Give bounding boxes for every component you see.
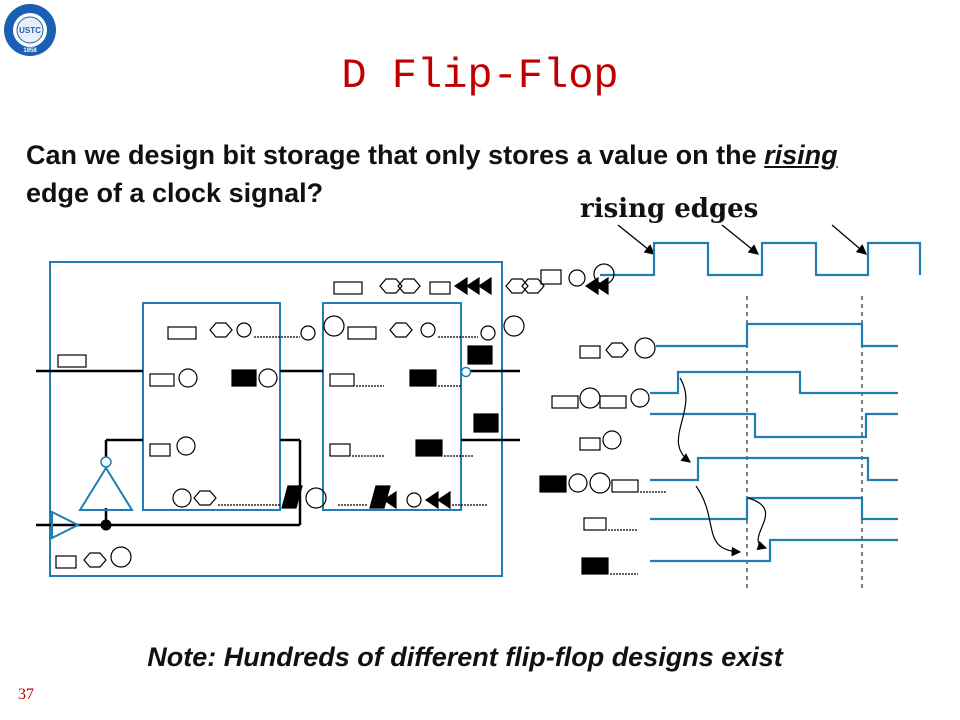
slide-title: D Flip-Flop [341,52,619,100]
question-part2: edge of a clock signal? [26,178,324,208]
waveform-q [650,538,898,563]
signal-waveforms [650,322,898,563]
question-part1: Can we design bit storage that only stor… [26,140,765,170]
waveform-clk [656,322,898,348]
garbled-symbols [55,263,666,575]
clock-junction [100,519,112,531]
timing-markers [746,296,863,590]
clock-inverter [78,456,134,511]
clock-input-triangle [51,510,81,540]
clock-waveform [600,241,922,277]
question-emphasis: rising [764,140,838,170]
waveform-clkbar [650,412,898,439]
page-number: 37 [18,686,34,703]
rising-edge-arrows [617,224,867,255]
university-logo: USTC 1958 [4,4,56,56]
waveform-d [650,370,898,395]
master-latch-box [142,302,281,511]
waveform-q-master-inv [650,496,898,521]
logo-text: USTC [19,26,41,35]
question-text: Can we design bit storage that only stor… [26,136,866,212]
logo-year: 1958 [23,48,37,54]
rising-edges-label: rising edges [580,194,759,224]
waveform-q-master [650,456,898,482]
output-node [460,366,472,378]
causality-arrows [677,377,768,557]
note-text: Note: Hundreds of different flip-flop de… [147,642,783,672]
slave-latch-box [322,302,462,511]
outer-circuit-box [49,261,503,577]
